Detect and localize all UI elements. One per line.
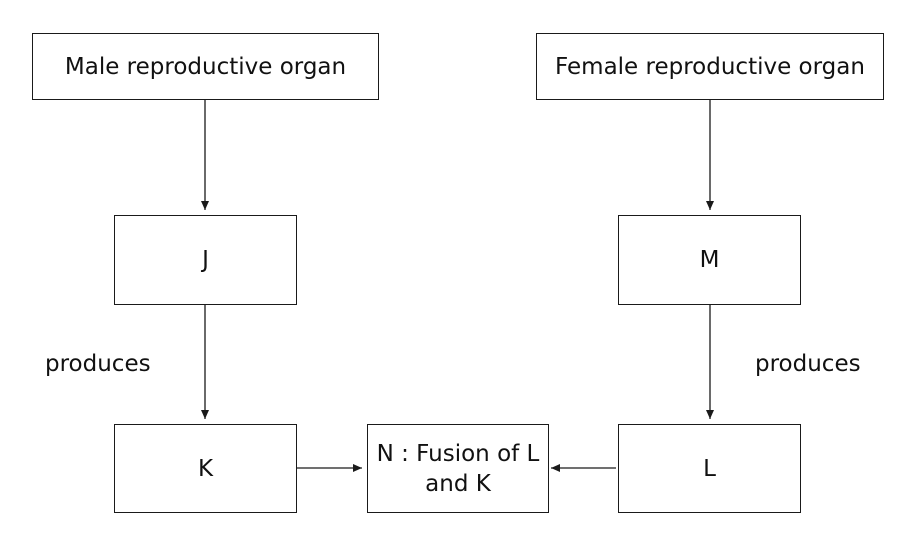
node-j-box: J bbox=[114, 215, 297, 305]
node-m-label: M bbox=[699, 247, 720, 273]
node-l-label: L bbox=[703, 455, 716, 482]
male-reproductive-organ-label: Male reproductive organ bbox=[64, 53, 347, 80]
male-reproductive-organ-box: Male reproductive organ bbox=[32, 33, 379, 100]
node-l-box: L bbox=[618, 424, 801, 513]
female-reproductive-organ-label: Female reproductive organ bbox=[555, 53, 865, 80]
node-m-box: M bbox=[618, 215, 801, 305]
node-n-label: N : Fusion of L and K bbox=[376, 440, 540, 497]
node-k-box: K bbox=[114, 424, 297, 513]
right-produces-label: produces bbox=[755, 351, 861, 377]
node-n-box: N : Fusion of L and K bbox=[367, 424, 549, 513]
female-reproductive-organ-box: Female reproductive organ bbox=[536, 33, 884, 100]
left-produces-label: produces bbox=[45, 351, 151, 377]
node-k-label: K bbox=[197, 455, 214, 482]
node-j-label: J bbox=[202, 247, 209, 273]
